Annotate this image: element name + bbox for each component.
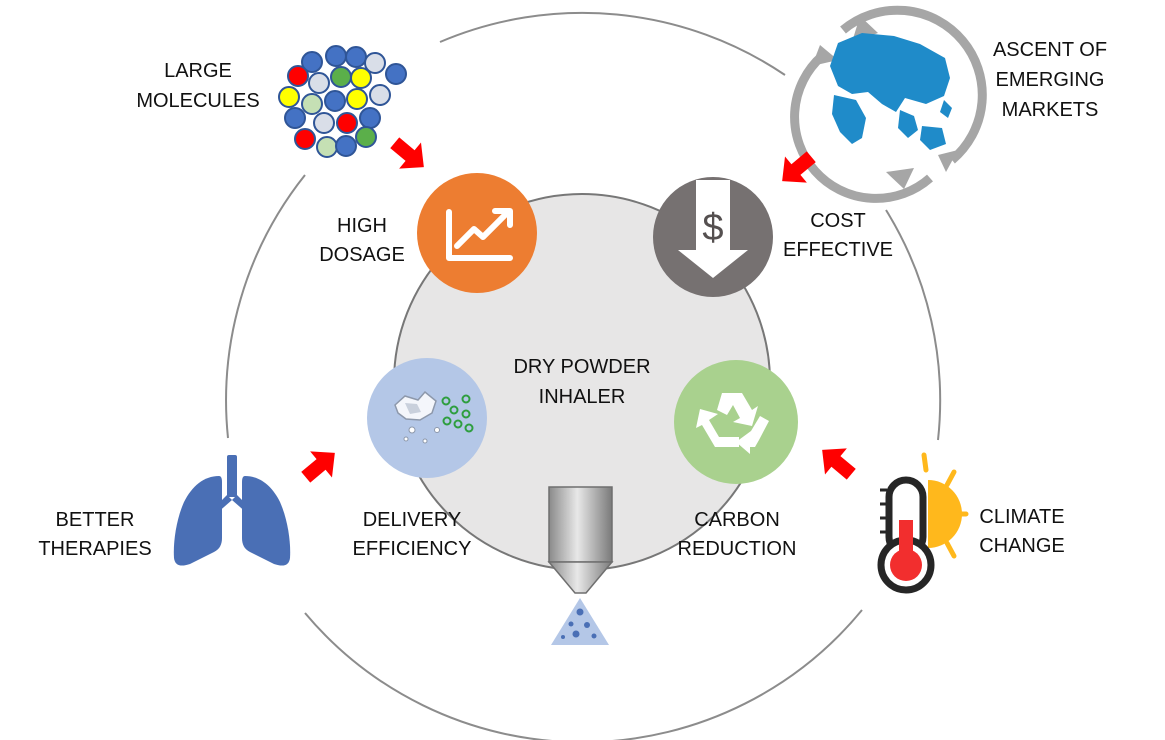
arrow-therapies-to-delivery: [301, 451, 335, 483]
large-molecules-label-line1: LARGE: [164, 60, 232, 82]
recycle-icon: [696, 393, 769, 454]
thermometer-sun-icon: [877, 452, 969, 594]
high-dosage-label-line2: DOSAGE: [319, 244, 405, 266]
climate-change-label-line1: CLIMATE: [979, 506, 1064, 528]
powder-particles-icon: [394, 390, 474, 444]
inhaler-nozzle-icon: [547, 486, 614, 645]
emerging-markets-label-line3: MARKETS: [1002, 99, 1099, 121]
globe-icon: [790, 5, 987, 203]
better-therapies-label-line2: THERAPIES: [38, 538, 151, 560]
cost-effective-label-line2: EFFECTIVE: [783, 239, 893, 261]
climate-change-label-line2: CHANGE: [979, 535, 1065, 557]
arrow-climate-to-carbon: [822, 448, 856, 480]
outer-ring: [225, 11, 942, 740]
better-therapies-label-line1: BETTER: [56, 509, 135, 531]
dollar-down-arrow-icon: $: [678, 180, 748, 278]
carbon-reduction-label-line2: REDUCTION: [678, 538, 797, 560]
high-dosage-label-line1: HIGH: [337, 215, 387, 237]
arrow-markets-to-cost: [782, 151, 816, 183]
delivery-efficiency-badge: [367, 358, 487, 478]
high-dosage-badge: [417, 173, 537, 293]
delivery-efficiency-label-line1: DELIVERY: [363, 509, 462, 531]
arrow-molecules-to-dosage: [390, 137, 424, 169]
cost-effective-badge: $: [653, 177, 773, 297]
trend-up-icon: [446, 208, 513, 261]
center-label-line2: INHALER: [539, 386, 626, 408]
cost-effective-label-line1: COST: [810, 210, 866, 232]
center-label-line1: DRY POWDER: [513, 356, 650, 378]
carbon-reduction-label-line1: CARBON: [694, 509, 780, 531]
lungs-icon: [173, 455, 291, 566]
large-molecules-label-line2: MOLECULES: [136, 90, 259, 112]
emerging-markets-label-line2: EMERGING: [996, 69, 1105, 91]
delivery-efficiency-label-line2: EFFICIENCY: [353, 538, 472, 560]
carbon-reduction-badge: [674, 360, 798, 484]
molecule-cluster-icon: [278, 45, 407, 158]
dollar-symbol: $: [702, 207, 723, 249]
emerging-markets-label-line1: ASCENT OF: [993, 39, 1107, 61]
